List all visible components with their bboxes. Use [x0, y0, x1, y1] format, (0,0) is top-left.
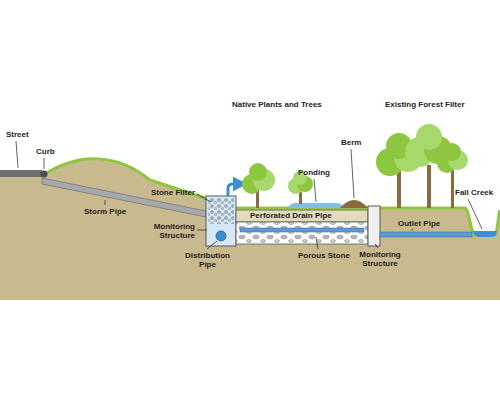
ponding-water — [288, 203, 344, 208]
part-label: Fall Creek — [455, 188, 493, 197]
leader-lines — [197, 194, 211, 202]
street — [0, 170, 48, 178]
monitoring-structure — [216, 231, 226, 241]
leader-lines — [316, 237, 318, 249]
part-label: Outlet Pipe — [398, 219, 440, 228]
outlet-monitoring-structure — [368, 206, 380, 246]
outlet-pipe — [380, 232, 472, 237]
monitoring-structure — [206, 184, 240, 246]
native-trees — [299, 192, 302, 204]
street — [0, 170, 42, 177]
ponding-water — [288, 203, 344, 208]
storm-pipe — [42, 178, 206, 217]
native-trees — [249, 163, 267, 181]
part-label: Existing Forest Filter — [385, 100, 465, 109]
forest-trees — [443, 143, 461, 161]
part-label: Porous Stone — [298, 251, 350, 260]
part-label: Monitoring Structure — [350, 250, 410, 268]
ground — [0, 159, 500, 300]
forest-trees — [451, 170, 454, 208]
monitoring-structure — [208, 198, 234, 224]
part-label: Monitoring Structure — [135, 222, 195, 240]
leader-lines — [105, 200, 106, 205]
part-label: Storm Pipe — [84, 207, 126, 216]
bioretention-cell — [240, 228, 364, 232]
outlet-monitoring-structure — [368, 206, 380, 246]
part-label: Perforated Drain Pipe — [250, 211, 332, 220]
forest-trees — [376, 124, 468, 208]
monitoring-structure — [206, 196, 236, 246]
bioretention-cell — [236, 210, 368, 244]
creek-water — [473, 231, 497, 237]
ground — [0, 159, 500, 300]
street — [41, 171, 48, 178]
leader-lines — [375, 244, 378, 248]
leader-lines — [207, 241, 217, 249]
monitoring-structure — [228, 184, 240, 196]
part-label: Stone Filter — [145, 188, 195, 197]
bioretention-cell — [236, 222, 368, 244]
part-label: Street — [6, 130, 29, 139]
leader-lines — [412, 229, 413, 231]
leader-lines — [314, 179, 316, 202]
part-label: Distribution Pipe — [180, 251, 235, 269]
berm — [340, 200, 368, 208]
part-label: Native Plants and Trees — [232, 100, 322, 109]
forest-trees — [416, 124, 442, 150]
leader-lines — [351, 149, 354, 198]
leader-lines — [44, 158, 45, 169]
creek-water — [473, 231, 497, 237]
leader-lines — [197, 230, 207, 231]
storm-pipe — [42, 178, 206, 217]
part-label: Curb — [36, 147, 55, 156]
bioretention-cell — [236, 210, 368, 222]
leader-lines — [468, 199, 482, 229]
leader-lines — [16, 141, 18, 168]
forest-trees — [427, 165, 431, 208]
berm — [340, 200, 368, 208]
part-label: Ponding — [298, 168, 330, 177]
outlet-pipe — [380, 232, 472, 237]
forest-trees — [397, 170, 401, 208]
leader-lines — [16, 141, 482, 249]
part-label: Berm — [341, 138, 361, 147]
